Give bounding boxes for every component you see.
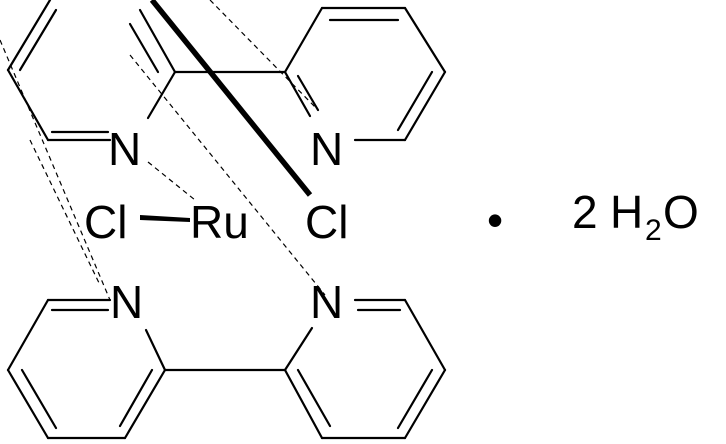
water-subscript: 2 — [645, 214, 662, 247]
upper-right-pyridine-ring — [173, 6, 447, 142]
coordination-dashed-lines — [0, 0, 326, 301]
nitrogen-upper-left: N — [108, 123, 141, 175]
nitrogen-lower-left: N — [110, 276, 143, 328]
lower-right-pyridine-ring — [163, 298, 447, 440]
nitrogen-lower-right: N — [310, 276, 343, 328]
chlorine-right: Cl — [305, 196, 348, 248]
heavy-ru-cl-bond — [149, 0, 313, 197]
water-oxygen: O — [663, 186, 699, 238]
upper-left-pyridine-ring — [6, 0, 177, 142]
ruthenium-atom: Ru — [190, 196, 249, 248]
hydrate-dot: • — [487, 194, 503, 246]
lower-left-pyridine-ring — [6, 298, 167, 440]
hydrate-coefficient: 2 — [572, 186, 598, 238]
nitrogen-upper-right: N — [310, 123, 343, 175]
wedge-bond-cl-ru — [140, 215, 190, 222]
water-hydrogen: H — [610, 186, 643, 238]
chlorine-left: Cl — [84, 196, 127, 248]
